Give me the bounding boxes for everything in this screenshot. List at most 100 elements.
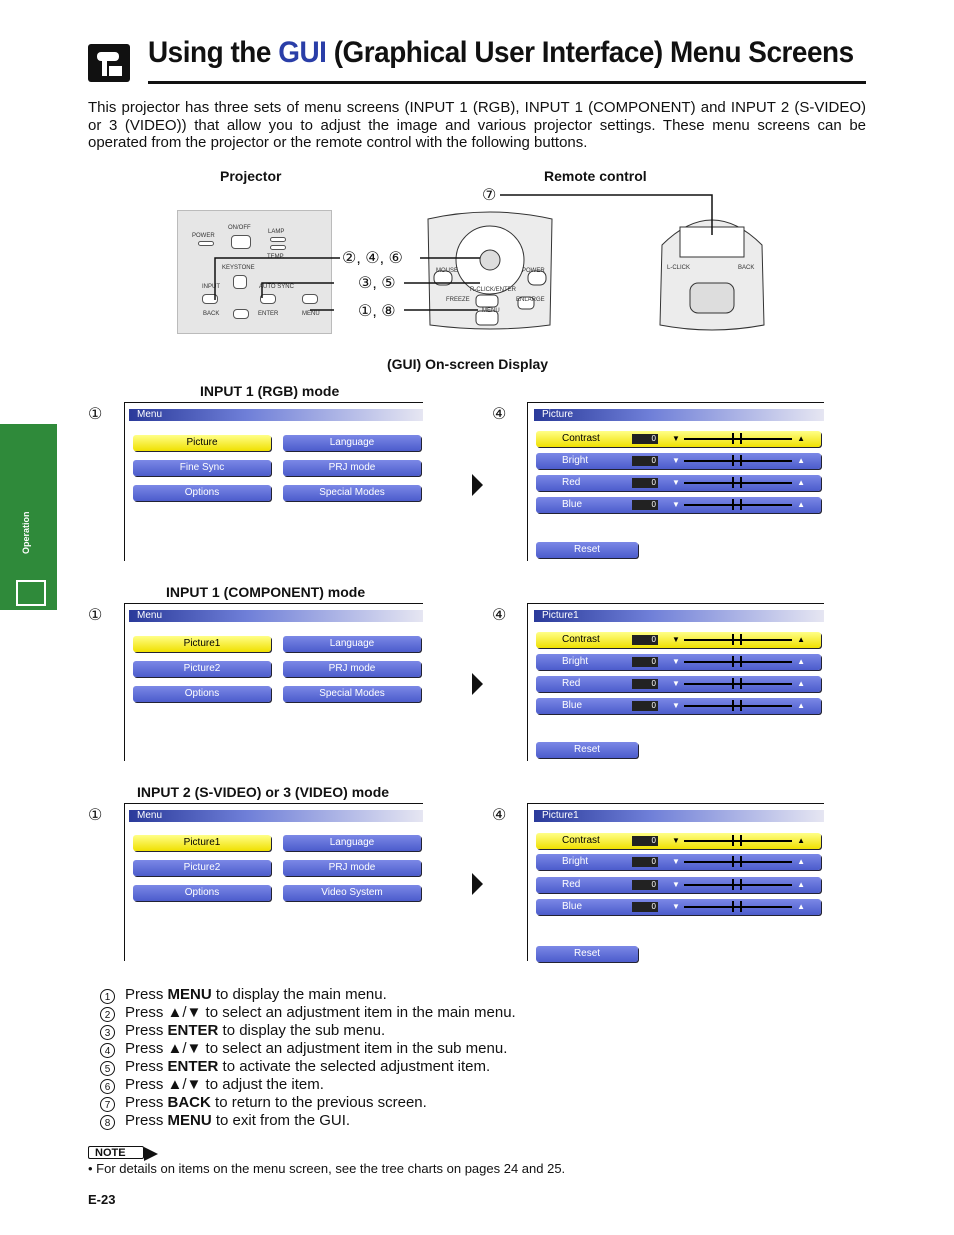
next-arrow: [472, 673, 483, 695]
menu-label: MENU: [302, 311, 320, 317]
input-button[interactable]: [202, 294, 218, 304]
next-arrow: [472, 873, 483, 895]
menu-button-prj-mode[interactable]: PRJ mode: [283, 661, 421, 677]
remote-mouse-label: MOUSE: [436, 268, 459, 274]
sub-menu-title: Picture1: [534, 810, 824, 822]
menu-button-video-system[interactable]: Video System: [283, 885, 421, 901]
power-indicator: [198, 241, 214, 246]
page-title: Using the GUI (Graphical User Interface)…: [148, 36, 854, 69]
menu-button-language[interactable]: Language: [283, 435, 421, 451]
step-marker: ①: [88, 406, 103, 423]
reset-button[interactable]: Reset: [536, 542, 638, 558]
note-badge: NOTE: [88, 1146, 144, 1159]
mode-label: INPUT 2 (S-VIDEO) or 3 (VIDEO) mode: [137, 784, 390, 800]
remote-rclick-label: R-CLICK/ENTER: [470, 287, 517, 293]
menu-button-options[interactable]: Options: [133, 485, 271, 501]
keystone-label: KEYSTONE: [222, 265, 255, 271]
remote-enlarge-label: ENLARGE: [516, 297, 545, 303]
temp-indicator: [270, 245, 286, 250]
menu-button-language[interactable]: Language: [283, 835, 421, 851]
lamp-label: LAMP: [268, 229, 285, 235]
remote-menu-label: MENU: [482, 308, 500, 314]
menu-button-picture[interactable]: Picture: [133, 435, 271, 451]
operation-tab-icon: [16, 580, 46, 606]
temp-label: TEMP.: [267, 254, 285, 260]
input-label: INPUT: [202, 284, 220, 290]
menu-button[interactable]: [302, 294, 318, 304]
autosync-label: AUTO SYNC: [259, 284, 294, 290]
callout-246: ②, ④, ⑥: [342, 250, 403, 267]
projector-control-panel: POWER ON/OFF LAMP TEMP. KEYSTONE INPUT A…: [177, 210, 332, 334]
keystone-button[interactable]: [233, 275, 247, 289]
step-marker: ①: [88, 607, 103, 624]
osd-label: (GUI) On-screen Display: [387, 356, 549, 372]
step-marker: ④: [492, 807, 507, 824]
reset-button[interactable]: Reset: [536, 946, 638, 962]
enter-button[interactable]: [233, 309, 249, 319]
page-number: E-23: [88, 1192, 116, 1207]
mode-label: INPUT 1 (RGB) mode: [200, 383, 340, 399]
menu-button-picture1[interactable]: Picture1: [133, 636, 271, 652]
menu-title: Menu: [129, 610, 423, 622]
menu-button-picture2[interactable]: Picture2: [133, 661, 271, 677]
enter-label: ENTER: [258, 311, 279, 317]
step-marker: ④: [492, 607, 507, 624]
onoff-label: ON/OFF: [228, 225, 251, 231]
menu-title: Menu: [129, 409, 423, 421]
lamp-indicator: [270, 237, 286, 242]
menu-button-picture2[interactable]: Picture2: [133, 860, 271, 876]
remote-control-back: [659, 219, 765, 331]
power-label: POWER: [192, 233, 215, 239]
menu-button-special-modes[interactable]: Special Modes: [283, 686, 421, 702]
callout-35: ③, ⑤: [358, 275, 396, 292]
menu-button-prj-mode[interactable]: PRJ mode: [283, 860, 421, 876]
menu-button-fine-sync[interactable]: Fine Sync: [133, 460, 271, 476]
menu-button-language[interactable]: Language: [283, 636, 421, 652]
remote-power-label: POWER: [522, 268, 545, 274]
main-menu-screen: Menu Picture1 Language Picture2 PRJ mode…: [124, 603, 423, 761]
projector-label: Projector: [220, 168, 282, 184]
menu-button-prj-mode[interactable]: PRJ mode: [283, 460, 421, 476]
section-tab-label: Operation: [21, 511, 31, 554]
step-marker: ①: [88, 807, 103, 824]
menu-button-special-modes[interactable]: Special Modes: [283, 485, 421, 501]
menu-button-picture1[interactable]: Picture1: [133, 835, 271, 851]
remote-lclick-label: L-CLICK: [667, 265, 691, 271]
autosync-button[interactable]: [260, 294, 276, 304]
menu-button-options[interactable]: Options: [133, 686, 271, 702]
sub-menu-title: Picture: [534, 409, 824, 421]
next-arrow: [472, 474, 483, 496]
remote-back-label: BACK: [738, 265, 755, 271]
onoff-button[interactable]: [231, 235, 251, 249]
title-rule: [148, 81, 866, 84]
main-menu-screen: Menu Picture Language Fine Sync PRJ mode…: [124, 402, 423, 561]
remote-control-front: [427, 211, 553, 330]
remote-freeze-label: FREEZE: [446, 297, 470, 303]
menu-button-options[interactable]: Options: [133, 885, 271, 901]
main-menu-screen: Menu Picture1 Language Picture2 PRJ mode…: [124, 803, 423, 961]
reset-button[interactable]: Reset: [536, 742, 638, 758]
remote-label: Remote control: [544, 168, 647, 184]
step-marker: ④: [492, 406, 507, 423]
